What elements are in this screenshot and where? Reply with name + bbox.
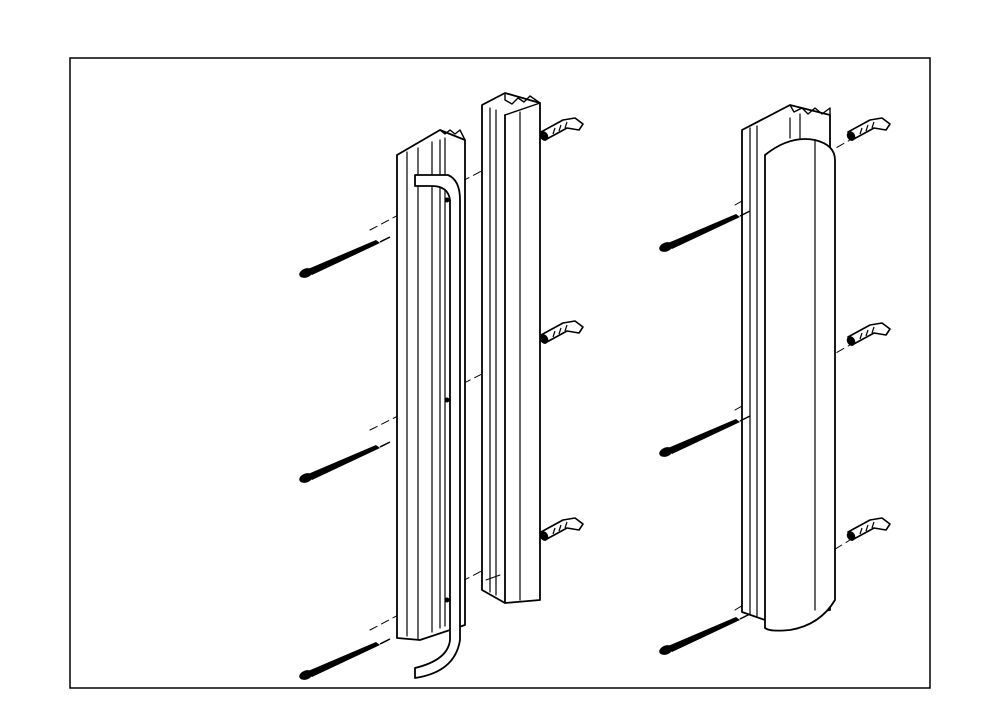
screw-bottom — [657, 613, 751, 658]
wall-plug-top — [844, 117, 891, 144]
screw-middle — [297, 441, 391, 486]
screw-middle — [657, 415, 751, 460]
wall-plug-bottom — [844, 517, 891, 544]
assembled-profile — [741, 104, 836, 632]
screw-bottom — [297, 638, 391, 683]
screw-top — [297, 236, 391, 281]
wall-plug-middle — [537, 320, 584, 347]
clip-strip — [414, 174, 461, 679]
wall-plug-middle — [844, 322, 891, 349]
wall-plug-bottom — [537, 517, 584, 544]
cover-profile — [396, 129, 466, 641]
wall-plug-top — [537, 117, 584, 144]
base-profile — [481, 92, 541, 604]
assembled-profile-view — [657, 104, 891, 658]
drawing-frame — [69, 57, 931, 689]
screw-top — [657, 210, 751, 255]
exploded-assembly-view — [297, 92, 584, 683]
